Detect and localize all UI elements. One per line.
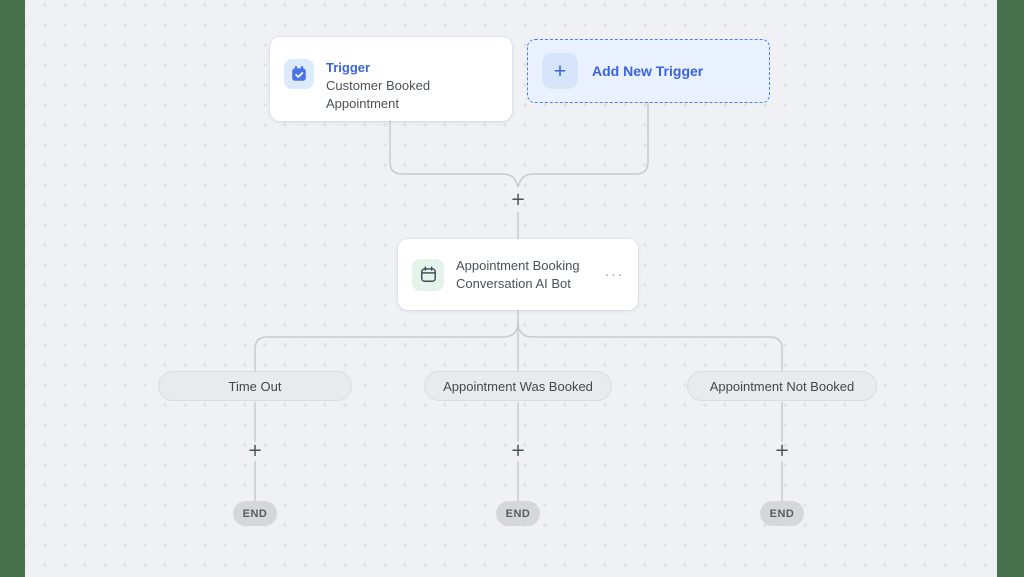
end-node-branch-3: END xyxy=(760,501,804,526)
branch-pill-time-out[interactable]: Time Out xyxy=(158,371,352,401)
branch-label: Appointment Not Booked xyxy=(709,378,855,394)
branch-label: Time Out xyxy=(228,378,282,394)
end-label: END xyxy=(769,507,795,520)
add-new-trigger-button[interactable]: + Add New Trigger xyxy=(527,39,770,103)
trigger-card-label: Trigger xyxy=(326,60,371,75)
end-node-branch-1: END xyxy=(233,501,277,526)
trigger-card[interactable]: Trigger Customer Booked Appointment xyxy=(270,37,512,121)
add-step-button-merge[interactable]: + xyxy=(510,189,526,210)
trigger-card-text: Trigger Customer Booked Appointment xyxy=(326,59,476,113)
action-card-menu-icon[interactable]: ··· xyxy=(604,266,624,283)
action-card-title: Appointment Booking Conversation AI Bot xyxy=(456,257,580,291)
end-label: END xyxy=(242,507,268,520)
plus-icon: + xyxy=(542,53,578,89)
branch-label: Appointment Was Booked xyxy=(443,378,593,394)
branch-pill-appointment-not-booked[interactable]: Appointment Not Booked xyxy=(687,371,877,401)
branch-pill-appointment-was-booked[interactable]: Appointment Was Booked xyxy=(424,371,612,401)
action-card-ai-bot[interactable]: Appointment Booking Conversation AI Bot … xyxy=(398,239,638,310)
end-node-branch-2: END xyxy=(496,501,540,526)
calendar-icon xyxy=(412,258,444,291)
calendar-check-icon xyxy=(284,59,314,89)
add-new-trigger-label: Add New Trigger xyxy=(592,63,704,79)
add-step-button-branch-3[interactable]: + xyxy=(774,440,790,461)
add-step-button-branch-2[interactable]: + xyxy=(510,440,526,461)
add-step-button-branch-1[interactable]: + xyxy=(247,440,263,461)
end-label: END xyxy=(505,507,531,520)
trigger-card-title: Customer Booked Appointment xyxy=(326,78,431,111)
